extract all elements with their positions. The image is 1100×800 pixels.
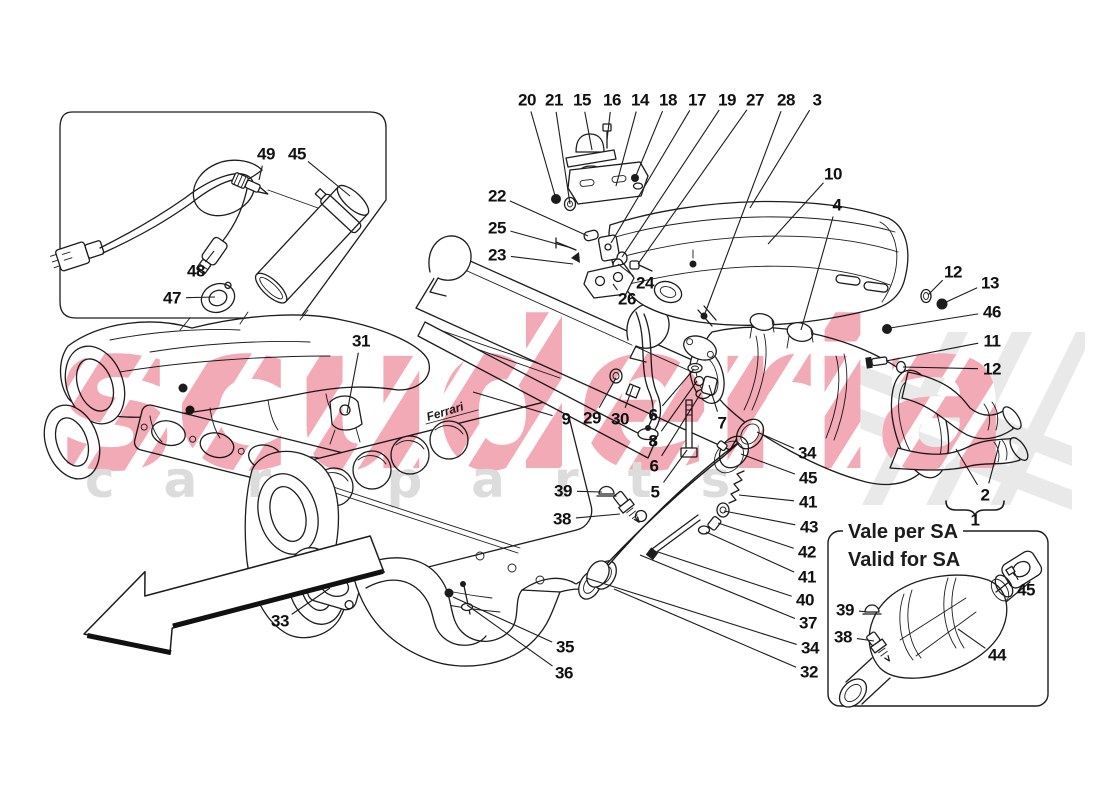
callout-21[interactable]: 21	[545, 90, 563, 110]
heat-shield	[415, 235, 765, 459]
pipe-flange	[200, 281, 236, 314]
front-pipe-assembly	[586, 335, 765, 588]
callout-6[interactable]: 6	[648, 405, 658, 425]
callout-2[interactable]: 2	[980, 485, 990, 505]
callout-5[interactable]: 5	[650, 482, 660, 502]
callout-9[interactable]: 9	[561, 409, 571, 429]
callout-49[interactable]: 49	[257, 144, 275, 164]
callout-34[interactable]: 34	[801, 638, 819, 658]
callout-34[interactable]: 34	[798, 443, 816, 463]
sensor-cap	[598, 485, 615, 495]
callout-37[interactable]: 37	[799, 613, 817, 633]
sensor-fitting	[231, 172, 269, 195]
callout-8[interactable]: 8	[648, 431, 658, 451]
callout-13[interactable]: 13	[981, 273, 999, 293]
callout-41[interactable]: 41	[799, 492, 817, 512]
callout-22[interactable]: 22	[488, 186, 506, 206]
mount-bracket-assembly	[551, 123, 653, 299]
callout-25[interactable]: 25	[488, 218, 506, 238]
callout-33[interactable]: 33	[271, 611, 289, 631]
sensor-cable	[99, 159, 263, 249]
callout-11[interactable]: 11	[983, 331, 1001, 351]
callout-45[interactable]: 45	[288, 144, 306, 164]
callout-7[interactable]: 7	[717, 413, 727, 433]
direction-arrow	[83, 535, 385, 656]
callout-46[interactable]: 46	[983, 302, 1001, 322]
shield-clip	[626, 303, 670, 363]
callout-36[interactable]: 36	[555, 663, 573, 683]
callout-26[interactable]: 26	[618, 289, 636, 309]
callout-6[interactable]: 6	[649, 456, 659, 476]
engine-mount-bracket	[329, 395, 363, 431]
callout-10[interactable]: 10	[824, 164, 842, 184]
callout-44[interactable]: 44	[988, 645, 1006, 665]
callout-17[interactable]: 17	[688, 90, 706, 110]
sensor-cap-sa	[864, 604, 880, 613]
callout-30[interactable]: 30	[611, 409, 629, 429]
callout-28[interactable]: 28	[777, 90, 795, 110]
callout-35[interactable]: 35	[556, 637, 574, 657]
callout-48[interactable]: 48	[187, 261, 205, 281]
callout-43[interactable]: 43	[800, 517, 818, 537]
main-muffler	[608, 200, 909, 327]
callout-18[interactable]: 18	[659, 90, 677, 110]
callout-41[interactable]: 41	[798, 567, 816, 587]
catalytic-converter	[868, 574, 1008, 679]
callout-1[interactable]: 1	[970, 510, 980, 530]
callout-32[interactable]: 32	[800, 662, 818, 682]
shield-clip	[428, 235, 472, 297]
callout-38[interactable]: 38	[834, 627, 852, 647]
callout-39[interactable]: 39	[554, 481, 572, 501]
heat-shield-strip	[417, 321, 656, 459]
callout-3[interactable]: 3	[812, 90, 822, 110]
callout-23[interactable]: 23	[488, 245, 506, 265]
inset-pipe	[254, 184, 370, 304]
callout-38[interactable]: 38	[553, 509, 571, 529]
callout-39[interactable]: 39	[836, 600, 854, 620]
callout-47[interactable]: 47	[163, 288, 181, 308]
oxygen-sensor-sa	[866, 631, 891, 662]
callout-24[interactable]: 24	[636, 273, 654, 293]
sa-box-title-english: Valid for SA	[843, 549, 966, 571]
callout-40[interactable]: 40	[796, 590, 814, 610]
oxygen-sensor	[613, 490, 640, 523]
callout-42[interactable]: 42	[798, 542, 816, 562]
callout-20[interactable]: 20	[518, 90, 536, 110]
callout-14[interactable]: 14	[631, 90, 649, 110]
callout-12[interactable]: 12	[983, 359, 1001, 379]
callout-4[interactable]: 4	[832, 195, 842, 215]
callout-16[interactable]: 16	[603, 90, 621, 110]
callout-45[interactable]: 45	[799, 468, 817, 488]
callout-29[interactable]: 29	[583, 408, 601, 428]
callout-31[interactable]: 31	[352, 331, 370, 351]
sa-box-title-italian: Vale per SA	[843, 521, 964, 543]
callout-27[interactable]: 27	[746, 90, 764, 110]
callout-19[interactable]: 19	[718, 90, 736, 110]
spring	[728, 470, 745, 504]
callout-12[interactable]: 12	[944, 262, 962, 282]
callout-45[interactable]: 45	[1017, 580, 1035, 600]
callout-15[interactable]: 15	[573, 90, 591, 110]
